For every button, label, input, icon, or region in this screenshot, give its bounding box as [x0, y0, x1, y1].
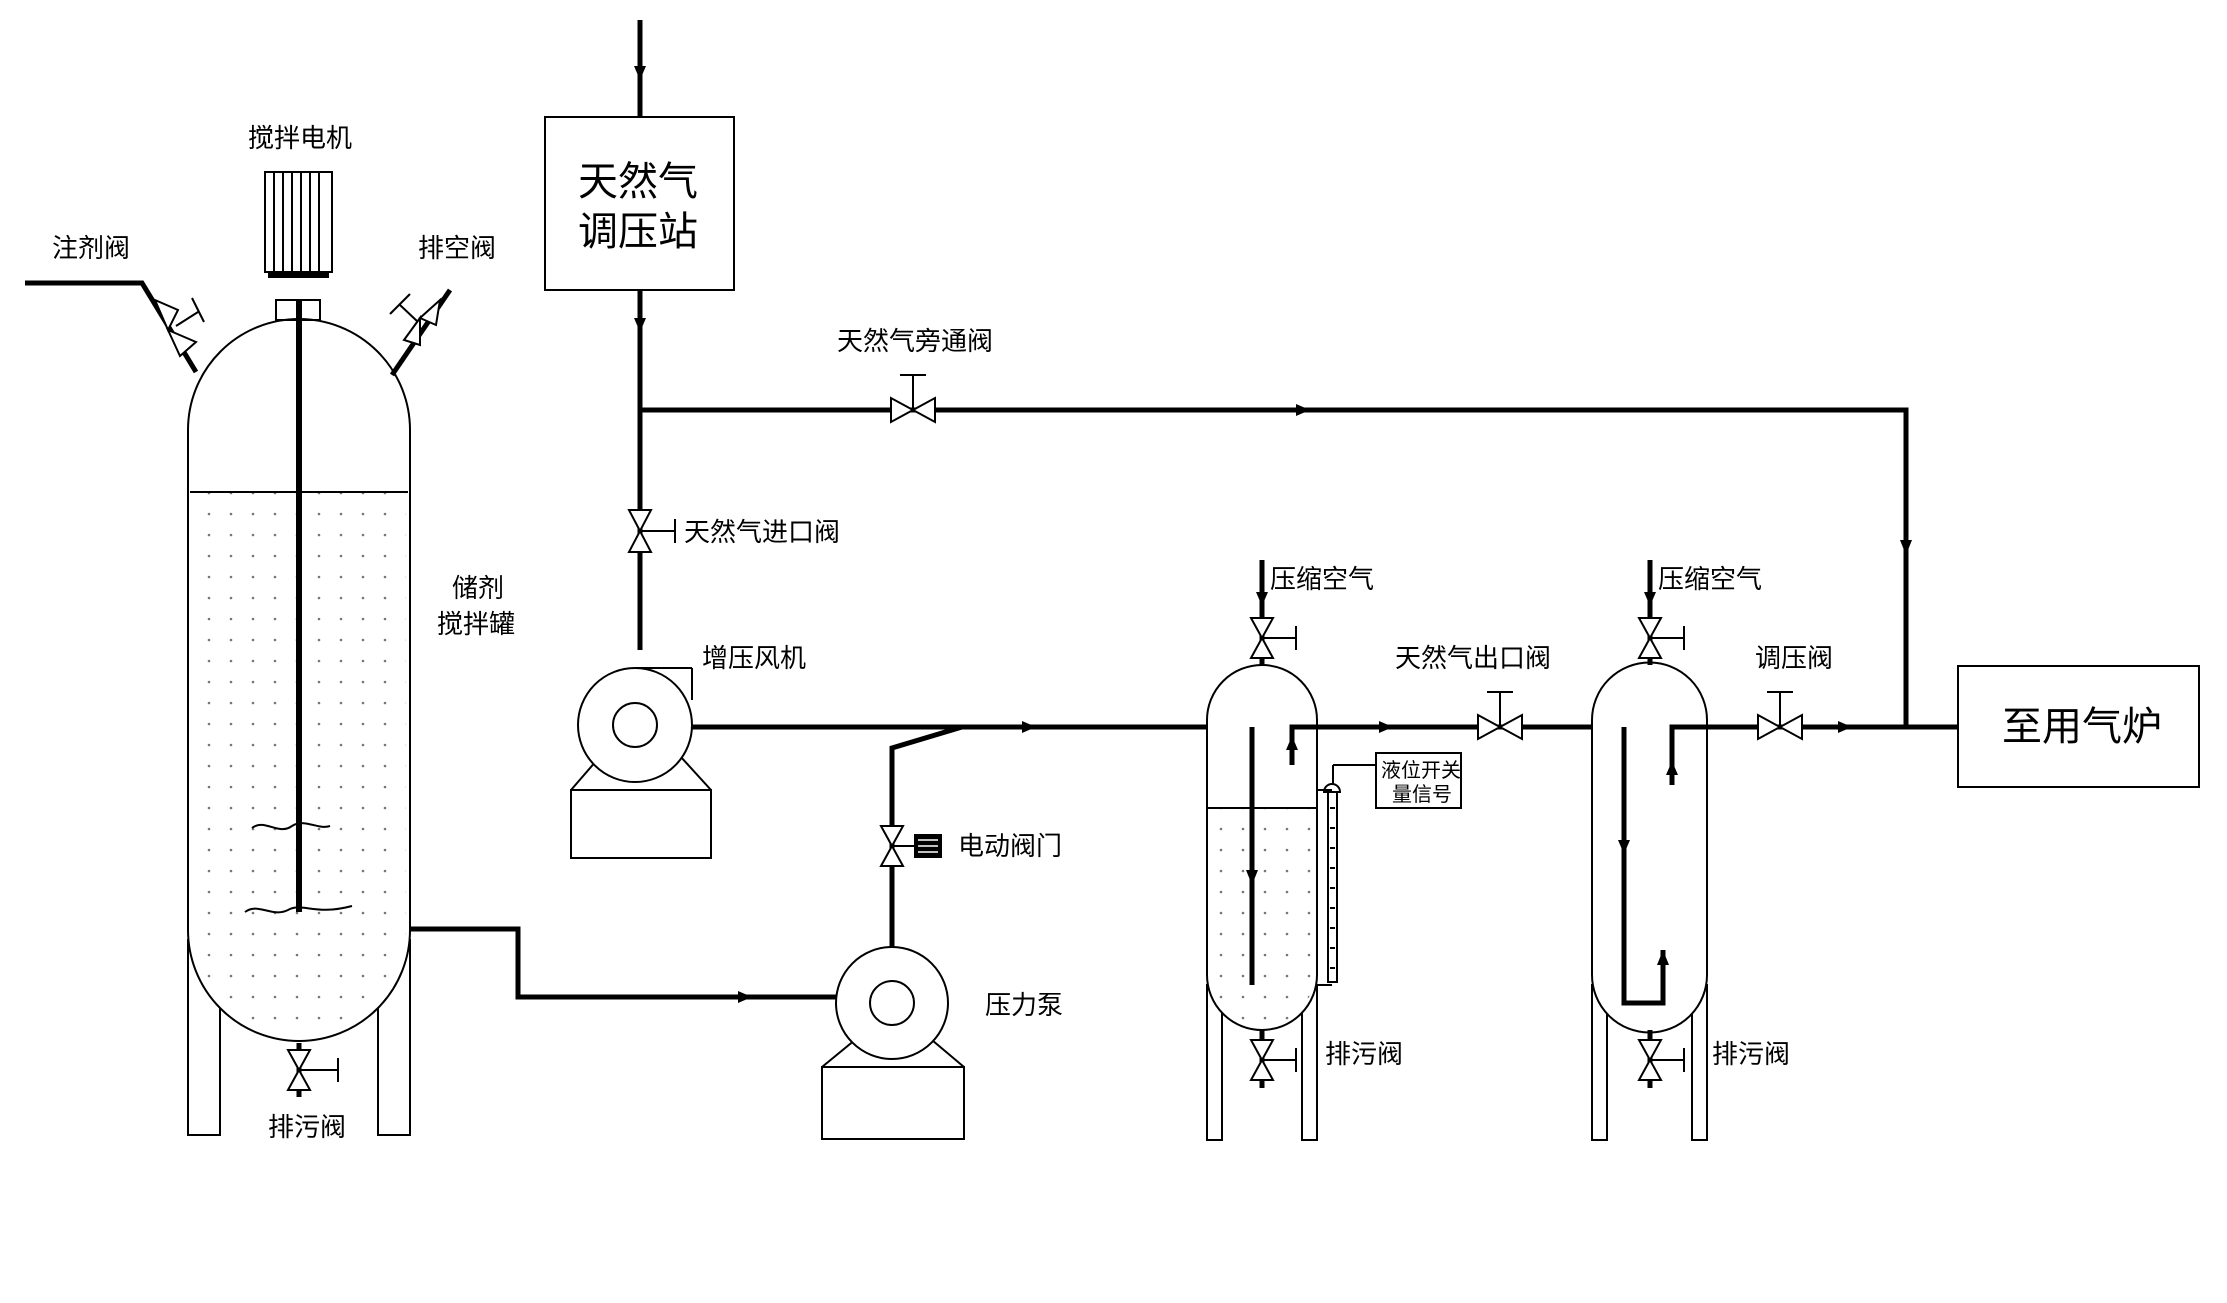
injection-valve-label: 注剂阀: [52, 234, 130, 264]
station-label-line1: 天然气: [578, 159, 698, 205]
mixer-motor-label: 搅拌电机: [248, 124, 352, 154]
flow-arrow: [634, 66, 646, 80]
flow-arrow: [634, 318, 646, 332]
bypass-pipe: [640, 407, 1909, 727]
flow-arrow: [1838, 721, 1852, 733]
storage-mixing-tank: [187, 299, 411, 1136]
pressure-pump: [821, 946, 965, 1140]
flow-arrow: [1296, 404, 1310, 416]
tank-outlet-pipe: [410, 926, 838, 1000]
regulating-valve-label: 调压阀: [1755, 644, 1833, 674]
tank-drain-valve-icon: [286, 1043, 339, 1097]
injection-valve-icon: [153, 297, 205, 358]
bypass-valve-label: 天然气旁通阀: [837, 327, 993, 357]
outlet-valve-icon: [1477, 691, 1523, 741]
mixing-vessel-2: [1591, 661, 1720, 1141]
mixer-motor: [264, 171, 333, 278]
tank-label-line2: 搅拌罐: [437, 610, 515, 640]
outlet-valve-label: 天然气出口阀: [1395, 644, 1551, 674]
compressed-air-inlet-2: [1637, 560, 1685, 665]
level-switch-box: [1375, 752, 1462, 809]
inlet-valve-icon: [627, 509, 676, 553]
booster-fan-label: 增压风机: [702, 644, 806, 674]
compressed-air-label-1: 压缩空气: [1270, 565, 1374, 595]
station-label-line2: 调压站: [578, 209, 698, 255]
bypass-valve-icon: [890, 374, 936, 424]
inlet-valve-label: 天然气进口阀: [684, 518, 840, 548]
level-switch-label-line1: 液位开关: [1381, 758, 1461, 782]
compressed-air-inlet-1: [1249, 560, 1297, 665]
booster-fan: [570, 667, 712, 859]
level-switch-label-line2: 量信号: [1392, 782, 1452, 806]
flow-arrow: [738, 991, 752, 1003]
flow-arrow: [1022, 721, 1036, 733]
regulating-valve-icon: [1757, 691, 1803, 741]
electric-valve-icon: [879, 825, 942, 867]
flow-arrow: [1900, 540, 1912, 555]
tank-drain-valve-label: 排污阀: [268, 1113, 346, 1143]
drain-valve-1-icon: [1249, 1030, 1297, 1088]
vent-valve-label: 排空阀: [418, 234, 496, 264]
level-gauge: [1317, 764, 1376, 986]
tank-label-line1: 储剂: [452, 574, 504, 604]
to-furnace-label: 至用气炉: [2002, 704, 2162, 750]
gas-furnace-box: [1957, 665, 2200, 788]
mixing-vessel-1: [1206, 664, 1330, 1141]
drain-valve-1-label: 排污阀: [1325, 1040, 1403, 1070]
pump-discharge-pipe: [889, 724, 963, 953]
vent-valve-icon: [389, 293, 442, 347]
pressure-pump-label: 压力泵: [985, 991, 1063, 1021]
drain-valve-2-label: 排污阀: [1712, 1040, 1790, 1070]
drain-valve-2-icon: [1637, 1030, 1685, 1088]
flow-arrow: [1379, 721, 1393, 733]
electric-valve-label: 电动阀门: [958, 832, 1062, 862]
compressed-air-label-2: 压缩空气: [1658, 565, 1762, 595]
